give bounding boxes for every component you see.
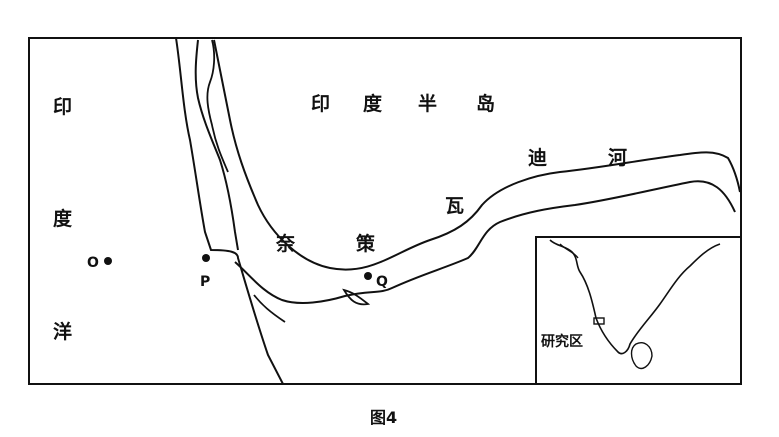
map-frame	[28, 37, 742, 385]
inset-study-area-marker	[593, 317, 605, 325]
river-islet	[342, 288, 371, 306]
point-p-marker	[202, 254, 210, 262]
peninsula-label-1: 印	[311, 93, 330, 115]
river-label-1: 奈	[275, 232, 296, 255]
inset-area-label: 研究区	[541, 333, 583, 350]
peninsula-label-4: 岛	[476, 92, 495, 115]
inset-sri-lanka	[630, 342, 653, 370]
figure-caption: 图4	[370, 408, 397, 427]
point-o-label: O	[87, 255, 99, 271]
peninsula-label-2: 度	[363, 92, 383, 115]
coastline-line	[175, 37, 284, 385]
point-p-label: P	[200, 274, 210, 290]
inset-gulf	[559, 243, 579, 259]
river-north-bank	[213, 39, 741, 271]
river-label-3: 瓦	[445, 195, 464, 217]
ocean-label-1: 印	[53, 96, 72, 118]
river-label-5: 河	[608, 147, 627, 169]
point-o-marker	[104, 257, 112, 265]
river-label-4: 迪	[528, 147, 547, 169]
river-spur	[253, 294, 286, 323]
lagoon-line	[194, 39, 239, 251]
point-q-marker	[364, 272, 372, 280]
river-south-bank	[234, 180, 736, 304]
inset-frame	[535, 236, 742, 385]
river-label-2: 策	[356, 232, 376, 255]
ocean-label-3: 洋	[53, 320, 72, 343]
peninsula-label-3: 半	[418, 92, 437, 115]
ocean-label-2: 度	[53, 207, 73, 230]
inset-coastline	[549, 239, 721, 355]
inset-map: 研究区	[535, 236, 742, 385]
point-q-label: Q	[376, 274, 388, 290]
lagoon-line-2	[206, 39, 229, 173]
